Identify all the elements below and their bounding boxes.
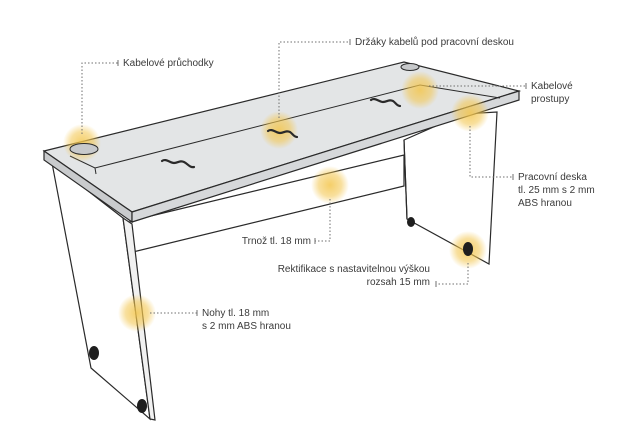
cable-clip-icon (266, 128, 299, 139)
highlight-desktop (451, 94, 489, 132)
label-legs: Nohy tl. 18 mm s 2 mm ABS hranou (202, 308, 291, 332)
grommet-icon (400, 63, 420, 71)
label-grommets: Kabelové průchodky (123, 58, 214, 69)
label-leveling: Rektifikace s nastavitelnou výškou rozsa… (277, 264, 430, 288)
leader-cable-holders (278, 41, 350, 118)
label-cable-passages: Kabelové prostupy (531, 81, 573, 105)
cable-clip-icon (160, 158, 196, 169)
highlight-grommet-right (401, 71, 439, 109)
leveling-foot-icon (407, 217, 415, 227)
right-leg-edge (403, 139, 408, 220)
desk-back-rail (69, 84, 501, 169)
desk-back-rail-inner (94, 167, 97, 175)
label-cable-holders: Držáky kabelů pod pracovní deskou (355, 37, 514, 48)
grommet-icon (69, 143, 99, 155)
desk-top-edge-right (131, 90, 520, 223)
label-desktop: Pracovní deska tl. 25 mm s 2 mm ABS hran… (518, 172, 595, 209)
highlight-cable-holder (260, 111, 298, 149)
cable-clip-icon (369, 97, 402, 108)
highlight-leg (118, 294, 156, 332)
highlight-modesty-panel (311, 166, 349, 204)
leveling-foot-icon (137, 399, 147, 413)
leveling-foot-icon (463, 242, 473, 256)
leader-grommets (81, 62, 118, 134)
leader-modesty-panel (315, 199, 331, 242)
label-modesty-panel: Trnož tl. 18 mm (241, 236, 311, 247)
leveling-foot-icon (89, 346, 99, 360)
leader-leveling (436, 263, 469, 285)
